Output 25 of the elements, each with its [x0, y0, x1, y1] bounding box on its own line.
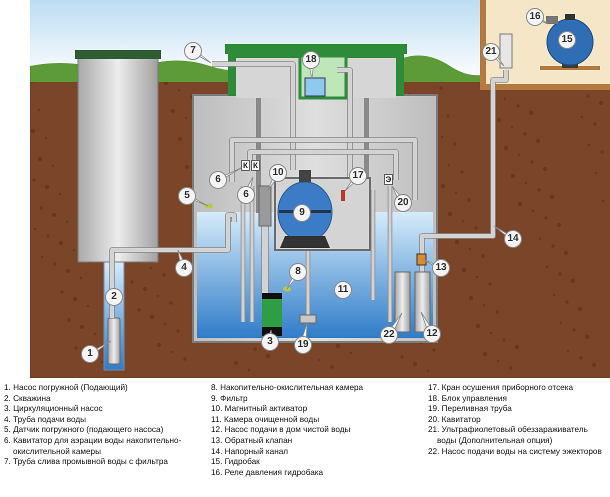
valve-letter: Э	[384, 174, 393, 185]
legend-text: 14. Напорный канал	[211, 446, 290, 458]
legend-text: 1. Насос погружной (Подающий)	[4, 383, 129, 394]
legend-text: 7. Труба слива промывной воды с фильтра	[4, 457, 169, 468]
legend-text: 8. Накопительно-окислительная камера	[211, 383, 364, 394]
legend-text: 15. Гидробак	[211, 457, 261, 468]
legend-text: 12. Насос подачи в дом чистой воды	[211, 425, 352, 436]
legend-text: 17. Кран осушения приборного отсека	[428, 383, 574, 394]
legend-text: 11. Камера очищенной воды	[211, 414, 320, 426]
valve-letter: К	[251, 160, 260, 171]
valve-letter: К	[241, 160, 250, 171]
legend-text: 5. Датчик погружного (подающего насоса)	[4, 425, 164, 436]
legend-text: 2. Скважина	[4, 394, 52, 404]
legend-text: 19. Переливная труба	[428, 404, 513, 415]
legend-text: 9. Фильтр	[211, 394, 249, 404]
legend-text: 21. Ультрафиолетовый обеззараживатель воды (Дополнительная опция)	[428, 425, 589, 447]
legend-text: 20. Кавитатор	[428, 414, 482, 426]
legend-text: 16. Реле давления гидробака	[211, 468, 324, 478]
legend-text: 10. Магнитный активатор	[211, 404, 308, 415]
legend-text: 13. Обратный клапан	[211, 436, 294, 447]
legend-text: 6. Кавитатор для аэрации воды накопительно-окислительной камеры	[4, 436, 182, 458]
legend-text: 4. Труба подачи воды	[4, 414, 87, 426]
legend-text: 18. Блок управления	[428, 394, 508, 404]
legend-text: 22. Насос подачи воды на систему эжекторов	[428, 446, 603, 458]
legend-text: 3. Циркуляционный насос	[4, 404, 104, 415]
